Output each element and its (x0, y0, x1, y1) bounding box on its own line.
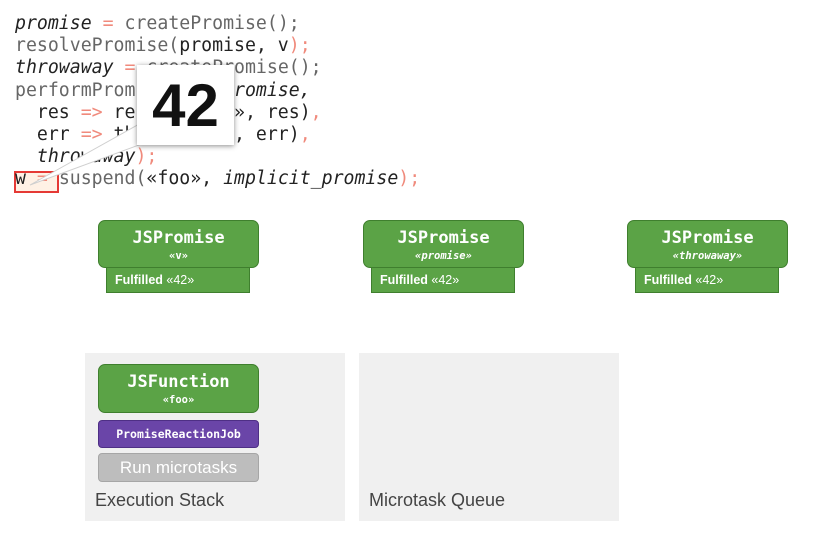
code-token: = (113, 57, 147, 79)
code-token: ); (398, 168, 421, 190)
code-line-1: promise = createPromise(); (15, 13, 420, 35)
code-token: , (299, 123, 311, 145)
microtask-queue-panel: Microtask Queue (359, 353, 619, 521)
jspromise-throwaway: JSPromise «throwaway» Fulfilled «42» (627, 220, 788, 293)
state-value: «42» (431, 273, 460, 287)
microtask-queue-label: Microtask Queue (369, 490, 506, 510)
code-token: promise (15, 13, 92, 34)
code-line-3: throwaway = createPromise(); (15, 57, 420, 79)
jspromise-title: JSPromise (132, 228, 225, 248)
jspromise-subtitle: «throwaway» (672, 250, 743, 262)
code-token: , (310, 101, 322, 123)
jspromise-header: JSPromise «throwaway» (627, 220, 788, 268)
execution-stack-panel: JSFunction «foo» PromiseReactionJob Run … (85, 353, 345, 521)
state-label: Fulfilled (380, 273, 428, 287)
code-token: ); (288, 35, 311, 57)
code-token: = (91, 13, 125, 34)
code-token: res (15, 101, 81, 123)
jspromise-promise: JSPromise «promise» Fulfilled «42» (363, 220, 524, 293)
value-callout: 42 (137, 65, 234, 145)
jspromise-header: JSPromise «v» (98, 220, 259, 268)
jsfunction-foo: JSFunction «foo» (98, 364, 259, 413)
promise-reaction-job: PromiseReactionJob (98, 420, 259, 448)
code-token: => (80, 123, 103, 145)
jspromise-header: JSPromise «promise» (363, 220, 524, 268)
code-line-8: w = suspend(«foo», implicit_promise); (15, 168, 420, 190)
code-token: err (15, 123, 81, 145)
run-microtasks: Run microtasks (98, 453, 259, 482)
promise-state: Fulfilled «42» (635, 268, 779, 293)
state-label: Fulfilled (644, 273, 692, 287)
code-token: w (15, 168, 26, 190)
code-token: throwaway (15, 57, 114, 79)
code-token: promise, v (179, 35, 289, 57)
jspromise-title: JSPromise (397, 228, 490, 248)
state-label: Fulfilled (115, 273, 163, 287)
jspromise-subtitle: «promise» (415, 250, 472, 262)
code-token: resolvePromise( (15, 35, 180, 57)
code-token: suspend( (58, 168, 147, 190)
promise-state: Fulfilled «42» (371, 268, 515, 293)
execution-stack-label: Execution Stack (95, 490, 225, 510)
code-token: => (80, 101, 103, 123)
promise-state: Fulfilled «42» (106, 268, 250, 293)
code-token: «foo», (146, 168, 224, 190)
code-token: promise, (223, 79, 311, 101)
jspromise-subtitle: «v» (169, 250, 188, 262)
state-value: «42» (695, 273, 724, 287)
jsfunction-subtitle: «foo» (162, 394, 195, 406)
state-value: «42» (166, 273, 195, 287)
jspromise-title: JSPromise (661, 228, 754, 248)
code-line-2: resolvePromise(promise, v); (15, 35, 420, 57)
code-token: ); (135, 146, 158, 168)
code-token: implicit_promise (223, 168, 399, 190)
code-token: createPromise(); (124, 13, 300, 34)
jspromise-v: JSPromise «v» Fulfilled «42» (98, 220, 259, 293)
jsfunction-title: JSFunction (127, 372, 230, 392)
